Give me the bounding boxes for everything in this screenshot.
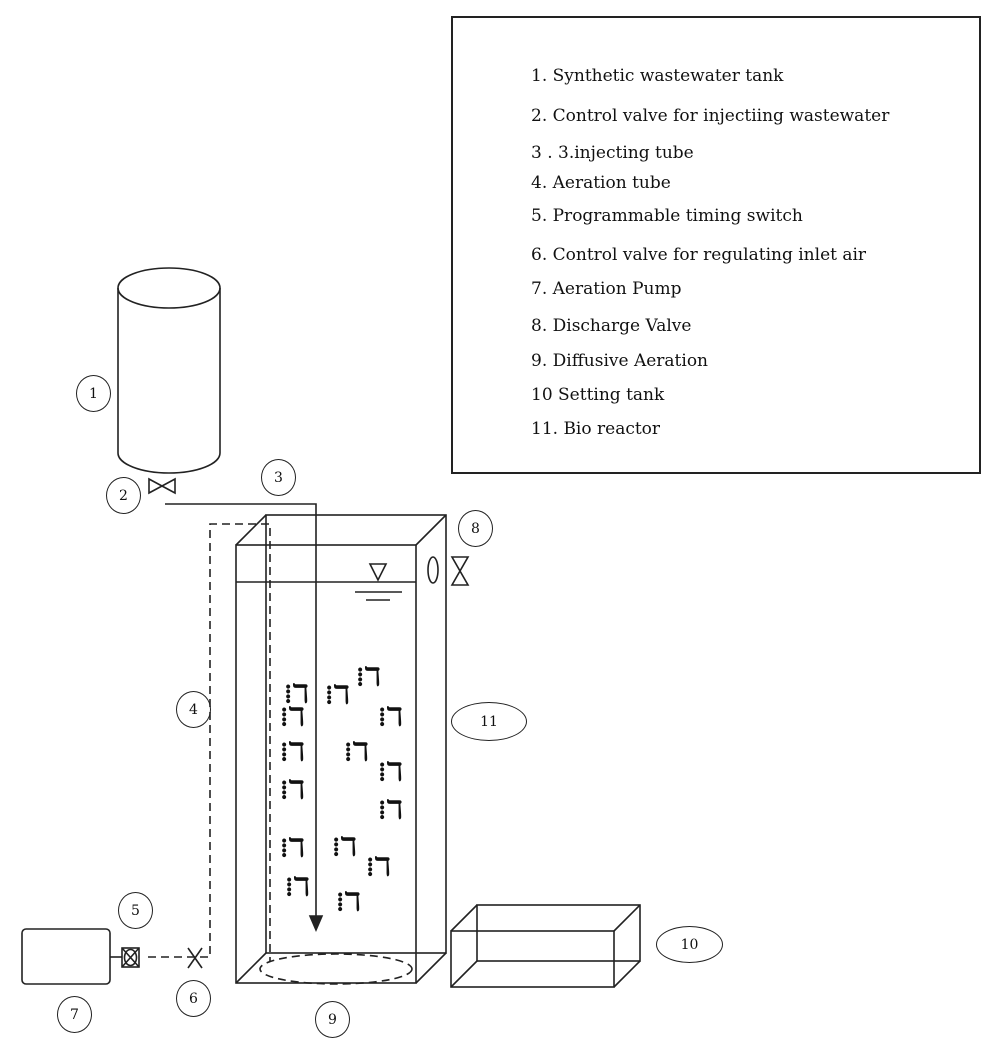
diffusive-aeration [259, 953, 413, 985]
bubble-glyph: ⁞ℸ [378, 795, 402, 824]
legend-item-6: 6. Control valve for regulating inlet ai… [531, 245, 867, 265]
callout-10: 10 [656, 926, 723, 963]
legend-item-2: 2. Control valve for injectiing wastewat… [531, 106, 890, 126]
bubble-glyph: ⁞ℸ [325, 680, 349, 709]
legend-item-11: 11. Bio reactor [531, 419, 661, 439]
bubble-glyph: ⁞ℸ [280, 737, 304, 766]
timing-switch [121, 947, 140, 968]
bubble-glyph: ⁞ℸ [285, 872, 309, 901]
callout-8: 8 [458, 510, 493, 547]
bubble-glyph: ⁞ℸ [280, 833, 304, 862]
water-level-marker [355, 563, 402, 601]
callout-6: 6 [176, 980, 211, 1017]
bubble-glyph: ⁞ℸ [344, 737, 368, 766]
callout-9: 9 [315, 1001, 350, 1038]
callout-4: 4 [176, 691, 211, 728]
callout-7: 7 [57, 996, 92, 1033]
legend-item-5: 5. Programmable timing switch [531, 206, 803, 226]
legend-item-8: 8. Discharge Valve [531, 316, 692, 336]
bubble-glyph: ⁞ℸ [378, 757, 402, 786]
bubble-glyph: ⁞ℸ [378, 702, 402, 731]
air-control-valve [187, 947, 203, 969]
bubble-glyph: ⁞ℸ [336, 887, 360, 916]
legend-item-4: 4. Aeration tube [531, 173, 671, 193]
legend-item-10: 10 Setting tank [531, 385, 665, 405]
injecting-tube-arrowhead [308, 915, 324, 933]
setting-tank [450, 904, 641, 988]
bubble-glyph: ⁞ℸ [280, 702, 304, 731]
legend-item-1: 1. Synthetic wastewater tank [531, 66, 784, 86]
bubble-glyph: ⁞ℸ [284, 679, 308, 708]
discharge-valve [427, 556, 470, 586]
bubble-glyph: ⁞ℸ [356, 662, 380, 691]
bio-reactor [235, 514, 447, 984]
callout-3: 3 [261, 459, 296, 496]
wastewater-control-valve [148, 477, 176, 495]
callout-2: 2 [106, 477, 141, 514]
callout-1: 1 [76, 375, 111, 412]
callout-5: 5 [118, 892, 153, 929]
bubble-glyph: ⁞ℸ [332, 832, 356, 861]
callout-11: 11 [451, 702, 527, 741]
aeration-tube [148, 523, 271, 962]
bubble-glyph: ⁞ℸ [366, 852, 390, 881]
legend-box [451, 16, 981, 474]
synthetic-wastewater-tank [117, 267, 221, 474]
biomass-bubbles: ⁞ℸ ⁞ℸ ⁞ℸ ⁞ℸ ⁞ℸ ⁞ℸ ⁞ℸ ⁞ℸ ⁞ℸ ⁞ℸ ⁞ℸ ⁞ℸ ⁞ℸ ⁞… [280, 662, 402, 916]
injecting-tube [165, 503, 317, 920]
legend-item-7: 7. Aeration Pump [531, 279, 682, 299]
aeration-pump [21, 928, 111, 985]
bubble-glyph: ⁞ℸ [280, 775, 304, 804]
legend-item-3: 3 . 3.injecting tube [531, 143, 694, 163]
legend-item-9: 9. Diffusive Aeration [531, 351, 708, 371]
